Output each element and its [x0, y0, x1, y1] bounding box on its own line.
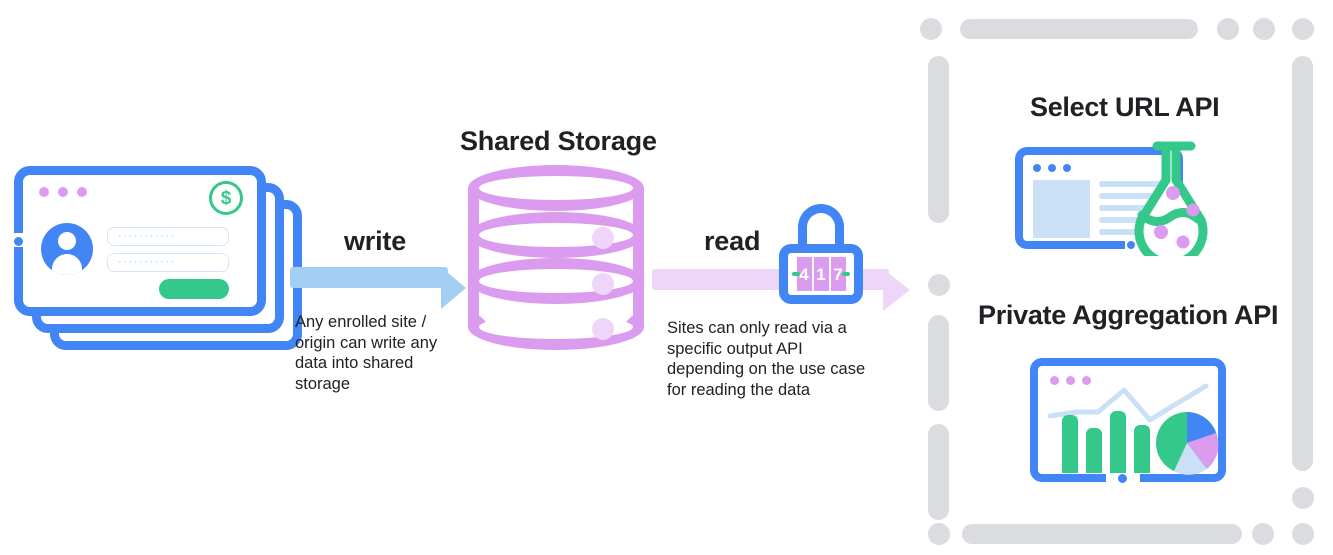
dashboard-window-dots: [1050, 376, 1091, 385]
panel-border-dot-bottom-1: [928, 523, 950, 545]
content-line-1: [1099, 181, 1171, 187]
content-block: [1033, 180, 1090, 238]
read-label: read: [704, 226, 761, 256]
pie-chart: [1156, 412, 1219, 475]
window-dot-2: [58, 187, 68, 197]
panel-border-dot-top-3: [1253, 18, 1275, 40]
enrolled-sites-card-stack: $ ··········· ···········: [14, 166, 314, 356]
window-controls-dots: [39, 187, 87, 197]
browser-edge-dot-1: [1127, 241, 1135, 249]
read-description: Sites can only read via a specific outpu…: [667, 319, 866, 399]
lock-dial-2: 1: [813, 257, 829, 291]
content-line-2: [1099, 193, 1171, 199]
bar-3: [1110, 411, 1126, 473]
flask-svg: [1134, 141, 1208, 268]
avatar: [41, 223, 93, 275]
site-card-front: $ ··········· ···········: [14, 166, 266, 316]
select-url-api-illustration: [1015, 140, 1229, 268]
cylinder-data-dot-3: [592, 318, 614, 340]
panel-border-bar-top: [960, 19, 1198, 39]
password-field[interactable]: ···········: [107, 253, 229, 272]
submit-button[interactable]: [159, 279, 229, 299]
dashboard-dot-1: [1050, 376, 1059, 385]
dashboard-edge-dot: [1118, 474, 1127, 483]
dashboard-window: [1030, 358, 1226, 482]
panel-border-dot-top-4: [1292, 18, 1314, 40]
panel-border-dot-right-3: [1252, 523, 1274, 545]
cylinder-ring-2: [468, 212, 644, 258]
bar-1: [1062, 415, 1078, 473]
write-description: Any enrolled site / origin can write any…: [295, 313, 438, 393]
panel-border-bar-right: [1292, 56, 1313, 471]
panel-border-dot-top-2: [1217, 18, 1239, 40]
lock-dial-3: 7: [830, 257, 846, 291]
dollar-circle-icon: $: [209, 181, 243, 215]
output-apis-panel: Select URL API: [920, 10, 1320, 545]
content-line-4: [1099, 217, 1171, 223]
window-dot-3: [77, 187, 87, 197]
panel-border-dot-right-1: [1292, 487, 1314, 509]
panel-border-dot-left-1: [928, 274, 950, 296]
panel-border-dot-right-2: [1292, 523, 1314, 545]
lock-dial-1: 4: [796, 257, 812, 291]
panel-border-bar-left-3: [928, 424, 949, 520]
cylinder-data-dot-1: [592, 227, 614, 249]
browser-dot-3: [1063, 164, 1071, 172]
private-aggregation-api-title: Private Aggregation API: [978, 300, 1279, 330]
lock-dash-left: [792, 272, 800, 276]
browser-dot-1: [1033, 164, 1041, 172]
cylinder-ring-3: [468, 258, 644, 304]
dashboard-dot-2: [1066, 376, 1075, 385]
panel-border-bar-bottom: [962, 524, 1242, 544]
line-chart: [1047, 383, 1209, 423]
shared-storage-title: Shared Storage: [460, 126, 657, 156]
lock-icon: 4 1 7: [779, 204, 863, 304]
panel-border-dot-top-1: [920, 18, 942, 40]
cylinder-body: [468, 187, 644, 327]
private-aggregation-api-illustration: [1030, 358, 1230, 486]
browser-dot-2: [1048, 164, 1056, 172]
bar-4: [1134, 425, 1150, 473]
avatar-body: [52, 254, 82, 275]
cylinder-bottom: [468, 304, 644, 350]
card-edge-dot: [14, 237, 23, 246]
panel-border-bar-left-1: [928, 56, 949, 223]
lock-body: 4 1 7: [779, 244, 863, 304]
select-url-api-title: Select URL API: [1030, 92, 1220, 122]
browser-window-dots: [1033, 164, 1071, 172]
panel-border-bar-left-2: [928, 315, 949, 411]
content-line-3: [1099, 205, 1171, 211]
dashboard-dot-3: [1082, 376, 1091, 385]
shared-storage-cylinder-icon: [468, 165, 644, 350]
avatar-head: [58, 232, 76, 250]
bar-2: [1086, 428, 1102, 473]
flask-icon: [1121, 140, 1227, 268]
lock-dash-right: [842, 272, 850, 276]
cylinder-ring-1: [468, 165, 644, 211]
username-field[interactable]: ···········: [107, 227, 229, 246]
window-dot-1: [39, 187, 49, 197]
write-label: write: [344, 226, 407, 256]
cylinder-data-dot-2: [592, 273, 614, 295]
